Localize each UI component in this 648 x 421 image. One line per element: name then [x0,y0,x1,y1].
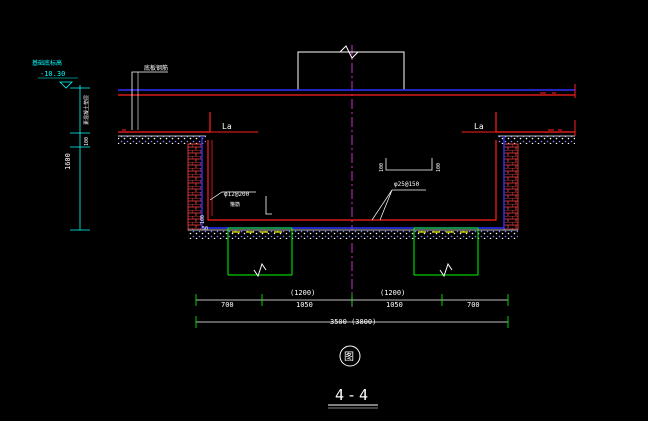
bar-right-dim-a: 100 [379,163,385,172]
dim-100-left: 100 [84,137,90,146]
dim-bottom-1: 1050 [296,301,313,309]
total-dim: 3500 (3800) [330,318,376,326]
dim-ticks-upper [195,294,509,306]
bar-left-symbol [265,196,272,215]
la-label-left: La [222,122,232,131]
dim-bottom-2: 1050 [386,301,403,309]
bar-left-sub: 箍筋 [230,201,240,208]
leader-top [131,71,168,130]
brick-wall-right [503,143,519,231]
break-mark-top [339,45,359,59]
dim-50: 50 [202,226,208,232]
layer-label-top: 底板钢筋 [144,64,168,72]
gravel-right [498,136,575,144]
pile-right [413,227,479,276]
callout-right-leader [371,189,426,221]
dim-top-1: (1200) [380,289,405,297]
pedestal-outline [297,51,405,90]
dim-100-bottom: 100 [200,215,206,224]
height-dim-1600: 1600 [64,153,72,170]
slab-marks [122,92,562,131]
bar-left-label: φ12@200 [224,191,250,198]
la-label-right: La [474,122,484,131]
dim-bottom-3: 700 [467,301,480,309]
elevation-triangle [59,81,73,89]
pit-outline [201,136,505,229]
elevation-label: 基础底标高 [32,59,62,67]
dim-bottom-0: 700 [221,301,234,309]
break-mark-pile-left [253,262,267,278]
pile-left [227,227,293,276]
callout-right-bracket [385,158,433,171]
gravel-bottom [188,230,518,239]
gravel-left [118,136,206,144]
callout-left-leader [209,191,256,201]
dim-top-0: (1200) [290,289,315,297]
rebar-inner [207,140,497,221]
bar-right-dim-b: 100 [436,163,442,172]
elevation-value: -10.30 [40,70,65,78]
section-mark: 图 [344,351,354,363]
layer-label-left: 素混凝土垫层 [83,95,90,125]
section-title: 4-4 [335,386,371,404]
bar-right-label: φ25@150 [394,181,420,188]
break-mark-pile-right [439,262,453,278]
section-mark-circle [339,345,361,367]
